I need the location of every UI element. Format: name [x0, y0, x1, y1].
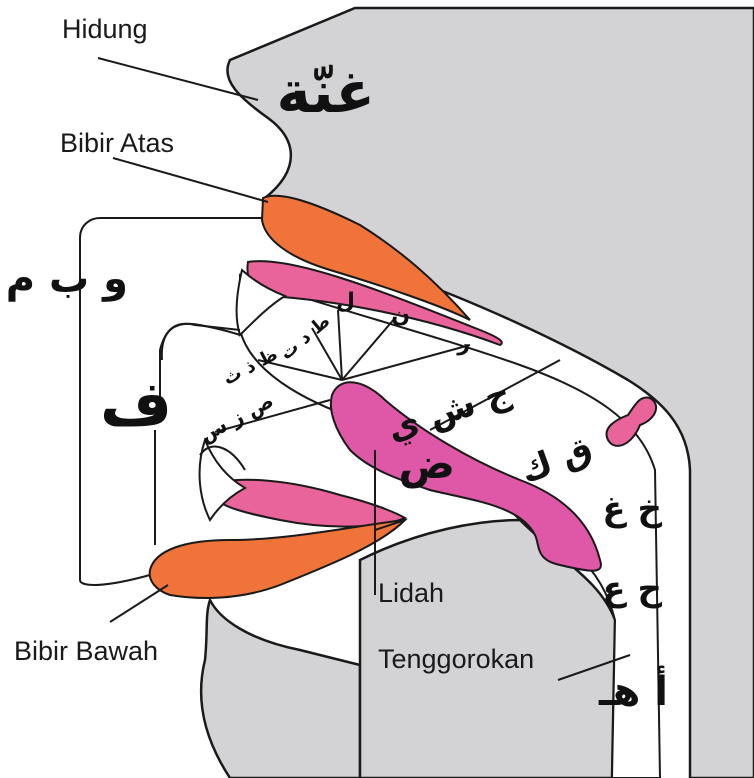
label-throat: Tenggorokan: [378, 644, 534, 674]
arabic-a-h: أ هـ: [598, 665, 668, 715]
arabic-ra: ر: [456, 331, 470, 356]
lower-lip-leader: [110, 585, 168, 622]
arabic-lips: و ب م: [6, 256, 128, 302]
upper-lip-leader: [113, 158, 268, 202]
label-tongue: Lidah: [378, 578, 444, 608]
arabic-ghunnah: غنّة: [277, 58, 375, 126]
label-nose: Hidung: [62, 14, 148, 44]
arabic-fa: ف: [100, 367, 172, 440]
arabic-kh-gh: خ غ: [602, 489, 662, 529]
lower-jaw: [201, 600, 360, 778]
label-upper-lip: Bibir Atas: [60, 128, 174, 158]
arabic-nun: ن: [391, 303, 410, 328]
arabic-h-ain: ح ع: [602, 569, 662, 609]
arabic-lam: ل: [336, 289, 355, 314]
arabic-dad: ض: [399, 439, 456, 489]
label-lower-lip: Bibir Bawah: [14, 636, 158, 666]
uvula: [606, 397, 656, 445]
